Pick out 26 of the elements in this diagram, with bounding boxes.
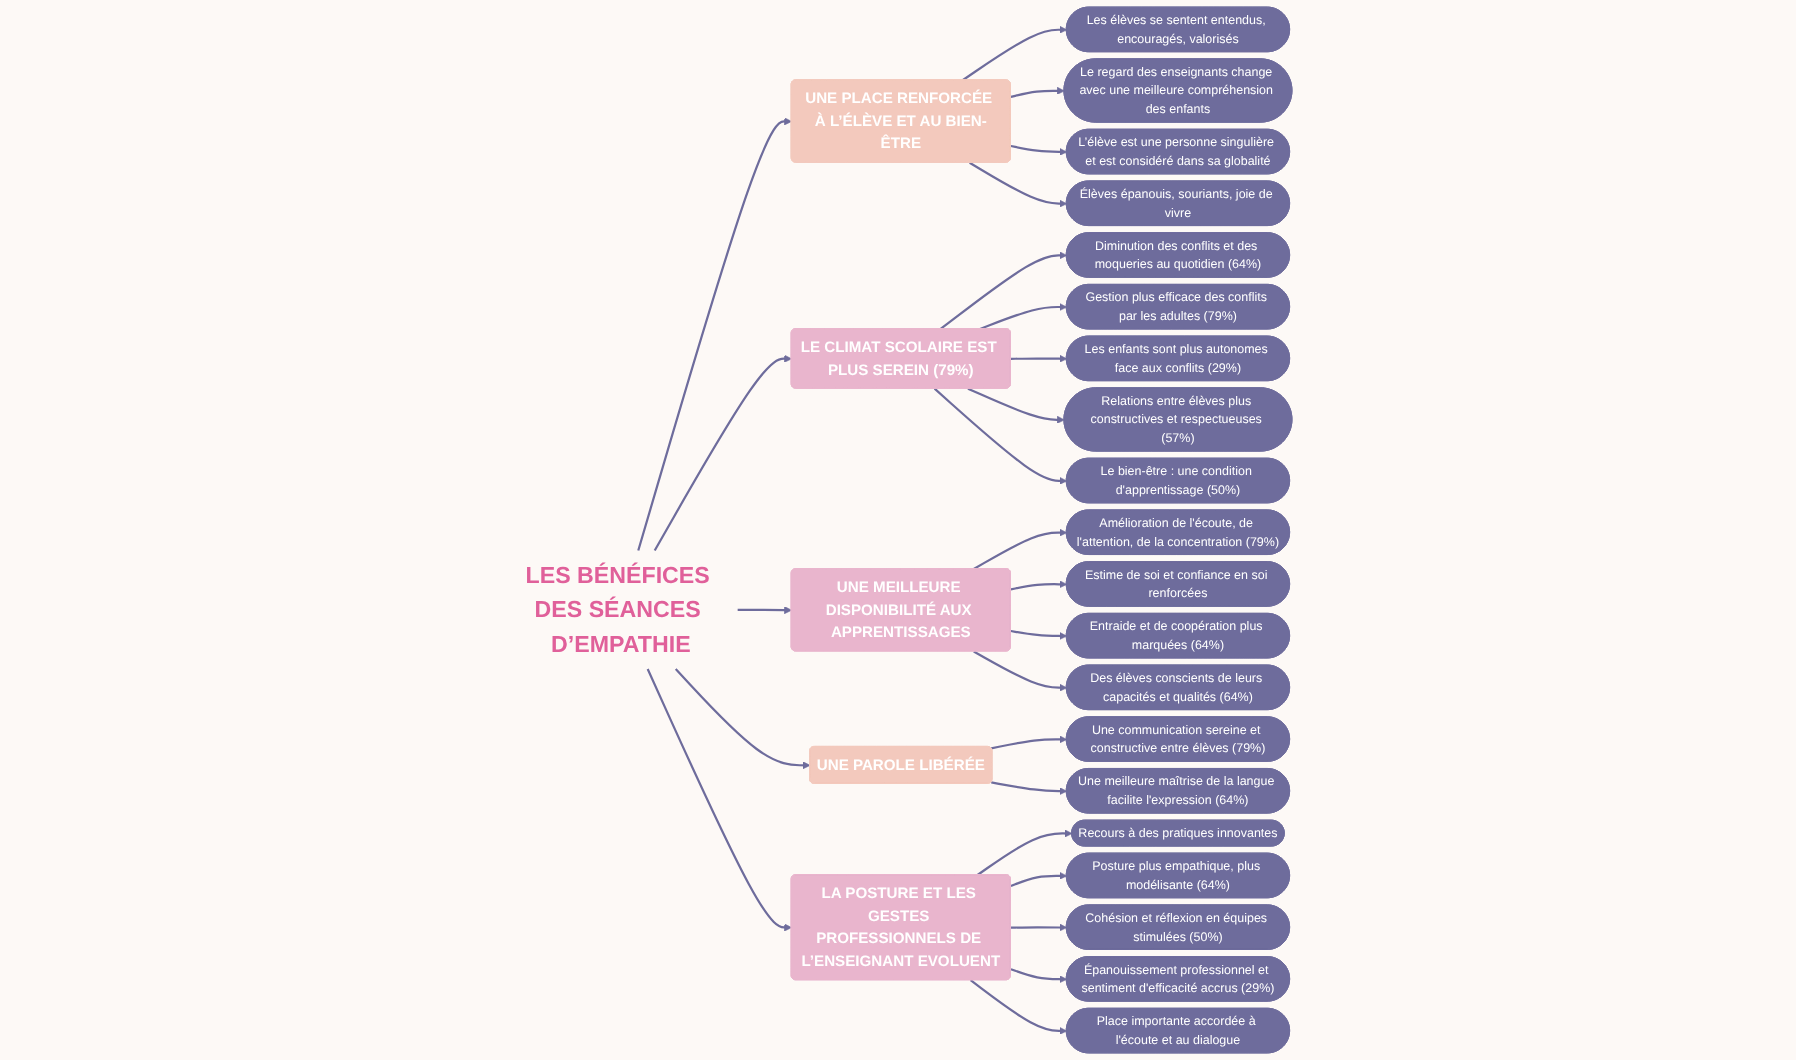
arrow [973, 650, 1068, 692]
arrow [1010, 86, 1065, 98]
arrow [1010, 871, 1068, 888]
arrow [991, 781, 1068, 796]
arrow [991, 735, 1068, 750]
arrow [653, 354, 792, 552]
arrow [967, 387, 1065, 424]
arrow [1010, 354, 1068, 363]
arrow [933, 387, 1068, 485]
arrow [969, 979, 1068, 1035]
arrow [976, 829, 1073, 876]
arrow [962, 25, 1068, 82]
arrow [646, 668, 792, 932]
arrow [1010, 968, 1068, 984]
arrow [969, 161, 1068, 208]
arrow [979, 303, 1068, 330]
arrow [939, 251, 1068, 330]
arrow [674, 668, 811, 770]
node-text: LES BÉNÉFICES DES SÉANCES D’EMPATHIE [525, 561, 710, 658]
arrow [637, 117, 792, 551]
arrow [1010, 580, 1068, 591]
arrow [737, 606, 792, 615]
arrow [1010, 144, 1068, 156]
arrow [973, 528, 1068, 570]
arrow [1010, 923, 1068, 932]
arrow [1010, 629, 1068, 640]
